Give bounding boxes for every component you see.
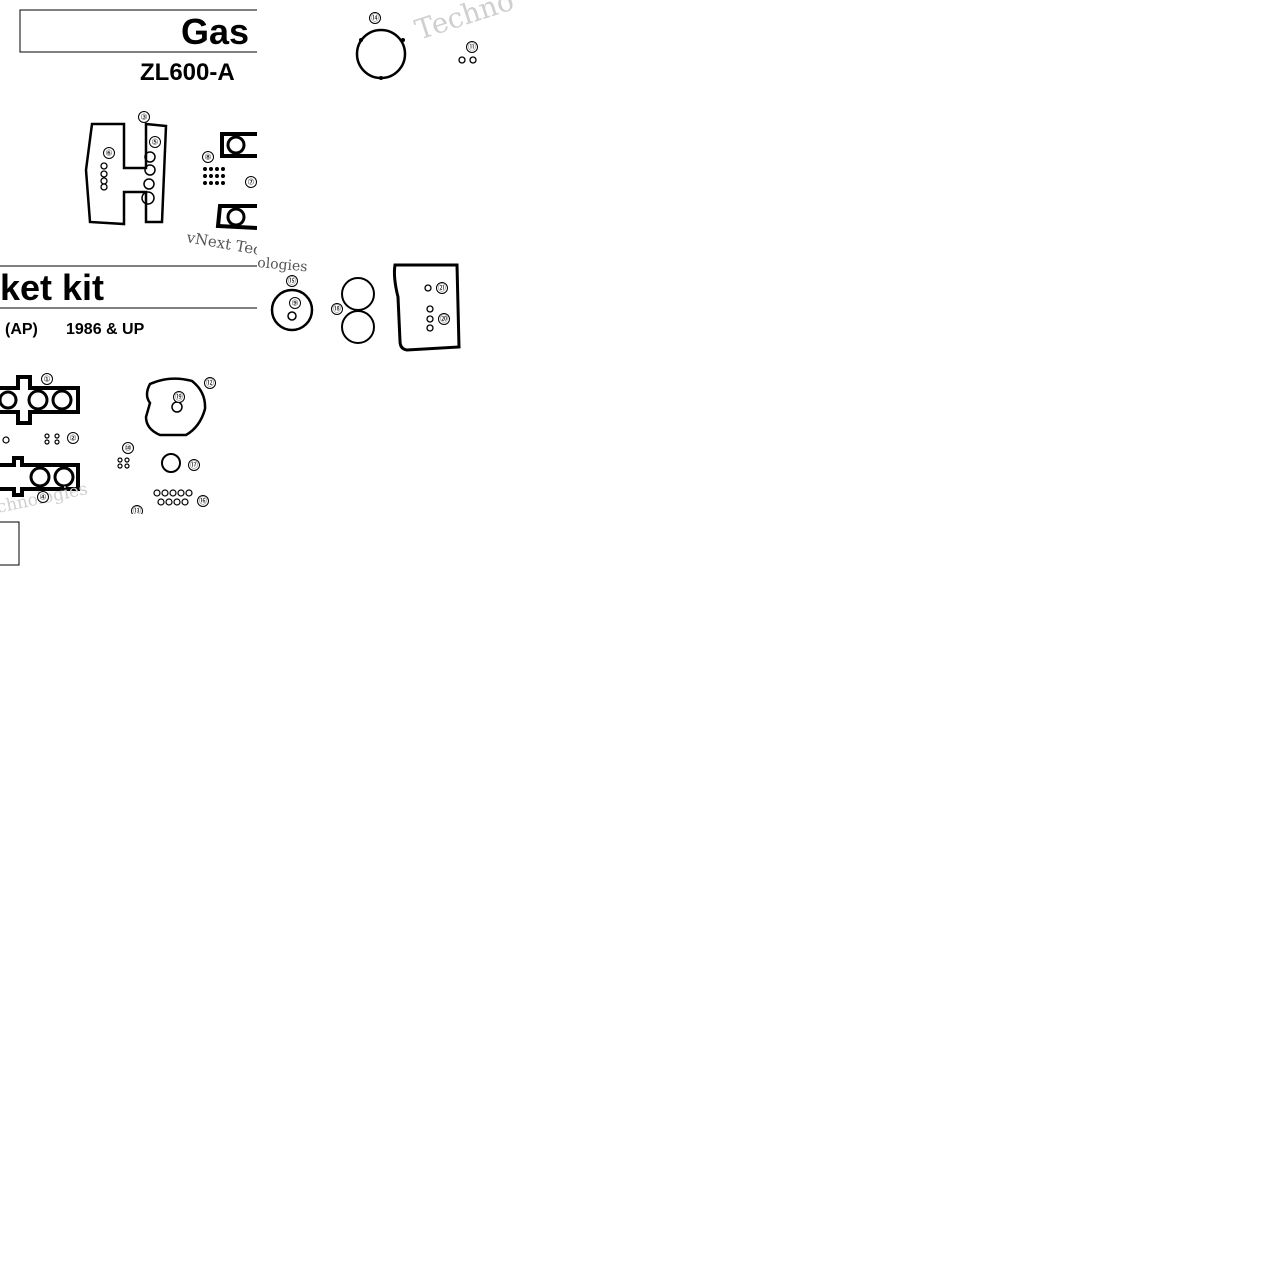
callout-3: ③ [138, 111, 150, 123]
valve-seal-dots [203, 167, 225, 185]
small-rings-10 [117, 457, 130, 469]
callout-17: ⑰ [188, 459, 200, 471]
base-cylinder-ring [226, 207, 246, 227]
svg-text:⑫: ⑫ [206, 379, 214, 388]
cylinder-base-gasket [0, 456, 80, 497]
svg-text:③: ③ [140, 113, 147, 122]
callout-13: ⑬ [131, 505, 143, 515]
base-bore-1 [29, 466, 51, 488]
valve-cover-gasket [84, 122, 168, 226]
callout-2: ② [67, 432, 79, 444]
small-seals-left [100, 162, 108, 191]
small-o-rings [458, 56, 477, 64]
svg-text:⑧: ⑧ [204, 153, 211, 162]
cylinder-ring [226, 135, 246, 155]
callout-12: ⑫ [204, 377, 216, 389]
svg-text:⑬: ⑬ [133, 507, 141, 515]
tile-top-left: Gas ZL600-A ③ ⑤ ⑥ ⑧ ⑦ vNext Tec [0, 0, 257, 257]
callout-14: ⑭ [369, 12, 381, 24]
o-ring-15 [270, 288, 314, 332]
callout-20: ⑳ [438, 313, 450, 325]
svg-text:⑩: ⑩ [124, 444, 131, 453]
diagram-bottom-fragment [0, 521, 20, 566]
diagram-top-left: Gas ZL600-A ③ ⑤ ⑥ ⑧ ⑦ vNext Tec [19, 9, 257, 257]
generator-cover-gasket [144, 377, 207, 437]
callout-11: ⑪ [466, 41, 478, 53]
callout-8: ⑧ [202, 151, 214, 163]
model-code: ZL600-A [140, 59, 235, 86]
cover-bolt-tabs [359, 38, 405, 80]
svg-text:⑥: ⑥ [105, 149, 112, 158]
watermark-vnext: vNext Tec [184, 228, 257, 257]
head-gasket [0, 375, 80, 425]
callout-16: ⑯ [197, 495, 209, 507]
head-bore-0 [0, 390, 18, 410]
plug-hole-seals [141, 151, 156, 205]
svg-text:⑮: ⑮ [288, 277, 296, 286]
tile-top-right: Techno ⑭ ⑪ [257, 0, 514, 257]
svg-text:⑯: ⑯ [199, 497, 207, 506]
o-rings-16 [153, 489, 193, 506]
svg-text:②: ② [69, 434, 76, 443]
callout-15: ⑮ [286, 275, 298, 287]
svg-text:⑤: ⑤ [151, 138, 158, 147]
svg-text:⑦: ⑦ [247, 178, 254, 187]
tile-middle-right: ologies ⑮ ⑨ ⑱ ㉑ ⑳ [257, 257, 514, 514]
oil-pan-seals [424, 284, 434, 332]
callout-4: ④ [37, 491, 49, 503]
svg-text:④: ④ [39, 493, 46, 502]
head-bore-2 [51, 389, 73, 411]
large-o-ring-17 [161, 453, 181, 473]
callout-18: ⑱ [331, 303, 343, 315]
model-suffix: (AP) [5, 321, 38, 338]
frame-corner [0, 521, 20, 566]
head-bore-1 [27, 389, 49, 411]
cover-o-ring [171, 401, 183, 413]
tile-bottom-left: ket kit (AP) 1986 & UP chnologies ① [0, 257, 257, 514]
dowel-rings [2, 433, 60, 445]
title-right: ket kit [0, 267, 104, 308]
svg-text:⑪: ⑪ [468, 43, 476, 52]
diagram-middle-right: ologies ⑮ ⑨ ⑱ ㉑ ⑳ [257, 257, 461, 352]
ring-18-upper [341, 277, 375, 311]
small-ring-9 [287, 311, 297, 321]
svg-text:①: ① [43, 375, 50, 384]
svg-text:⑳: ⑳ [440, 315, 448, 324]
head-gasket-fragment [220, 132, 257, 158]
callout-19: ⑲ [173, 391, 185, 403]
callout-10: ⑩ [122, 442, 134, 454]
tile-bottom-fragment [0, 514, 257, 771]
oil-pan-gasket [392, 263, 461, 352]
svg-text:⑨: ⑨ [291, 299, 298, 308]
title-box [19, 9, 257, 53]
callout-6: ⑥ [103, 147, 115, 159]
callout-21: ㉑ [436, 282, 448, 294]
watermark-ologies: ologies [257, 257, 308, 275]
watermark-technologies: Techno [411, 0, 514, 47]
ring-18-lower [341, 310, 375, 344]
svg-text:⑰: ⑰ [190, 461, 198, 470]
callout-5: ⑤ [149, 136, 161, 148]
base-bore-2 [53, 466, 75, 488]
clutch-cover-gasket [355, 28, 407, 80]
model-year: 1986 & UP [66, 321, 145, 338]
svg-text:⑭: ⑭ [371, 14, 379, 23]
svg-text:⑲: ⑲ [175, 393, 183, 402]
svg-text:㉑: ㉑ [438, 284, 446, 293]
callout-7: ⑦ [245, 176, 257, 188]
diagram-top-right: Techno ⑭ ⑪ [355, 0, 514, 80]
base-gasket-fragment [215, 204, 257, 230]
svg-text:⑱: ⑱ [333, 305, 341, 314]
diagram-bottom-left: ket kit (AP) 1986 & UP chnologies ① [0, 265, 257, 515]
title-left: Gas [181, 11, 249, 52]
callout-9: ⑨ [289, 297, 301, 309]
callout-1: ① [41, 373, 53, 385]
